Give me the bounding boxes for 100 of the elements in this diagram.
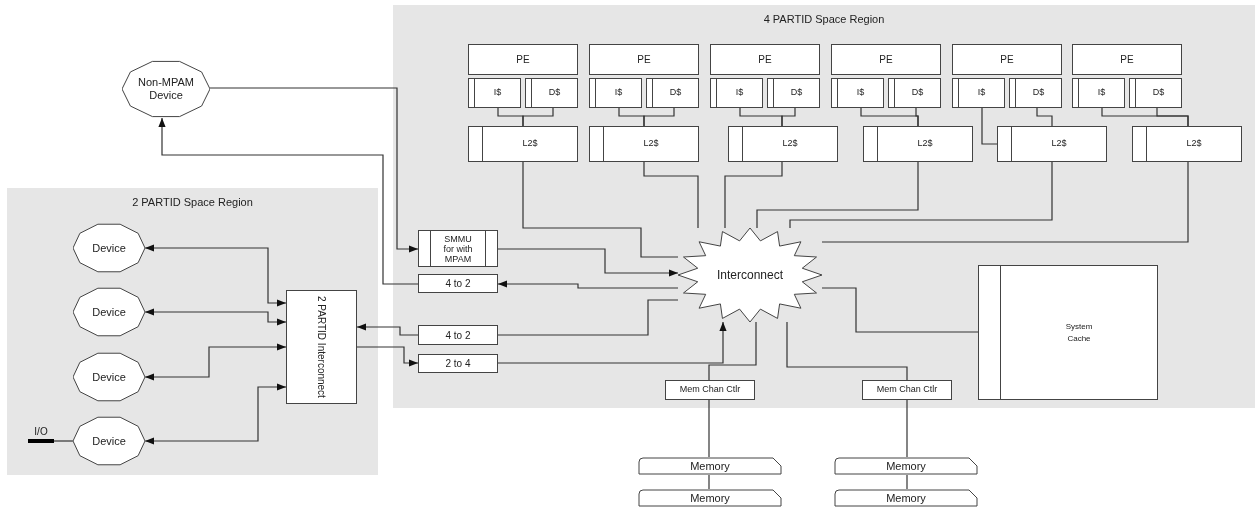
connector-line: [789, 161, 1053, 229]
processor-box: [831, 44, 941, 75]
label-text: I$: [614, 86, 623, 100]
label-text: L2$: [643, 137, 659, 151]
label-text: Non-MPAM Device: [137, 76, 195, 102]
connector-line: [144, 383, 287, 445]
connector-line: [786, 321, 908, 381]
label-text: D$: [548, 86, 561, 100]
label-text: PE: [516, 53, 530, 67]
converter-box: [418, 325, 498, 345]
label-text: Device: [92, 434, 126, 448]
label-text: I$: [856, 86, 865, 100]
connector-line: [144, 343, 287, 381]
processor-box: [468, 44, 578, 75]
label-text: Mem Chan Ctlr: [679, 383, 741, 397]
connector-line: [53, 440, 74, 442]
label-text: Memory: [690, 458, 730, 474]
connector-line: [1036, 107, 1053, 127]
connector-line: [522, 107, 554, 127]
label-text: 2 PARTID Interconnect: [315, 296, 328, 398]
cache-box: [728, 126, 838, 162]
label-text: Memory: [886, 490, 926, 506]
label-text: 4 to 2: [445, 328, 471, 343]
label-text: L2$: [1186, 137, 1202, 151]
cache-box: [1072, 78, 1125, 108]
label-text: Memory: [690, 490, 730, 506]
device-octagon: [122, 60, 210, 118]
connector-line: [915, 107, 919, 127]
label-text: L2$: [522, 137, 538, 151]
device-octagon: [73, 223, 145, 273]
label-text: I$: [977, 86, 986, 100]
label-text: PE: [758, 53, 772, 67]
label-text: D$: [1152, 86, 1165, 100]
label-text: 2 to 4: [445, 357, 471, 371]
label-text: 4 PARTID Space Region: [763, 12, 885, 27]
connector-line: [497, 321, 727, 364]
connector-line: [497, 299, 679, 336]
label-text: SMMU for with MPAM: [442, 233, 474, 264]
connector-line: [643, 107, 675, 127]
cache-box: [1132, 126, 1242, 162]
connector-line: [497, 248, 679, 277]
label-text: Memory: [886, 458, 926, 474]
connector-line: [1156, 107, 1189, 127]
cache-box: [710, 78, 763, 108]
label-text: Device: [92, 370, 126, 384]
region-panel: [393, 5, 1255, 408]
processor-box: [1072, 44, 1182, 75]
label-text: D$: [911, 86, 924, 100]
connector-line: [981, 107, 998, 145]
device-octagon: [73, 352, 145, 402]
connector-line: [756, 161, 919, 229]
cache-box: [978, 265, 1158, 400]
connector-line: [821, 161, 1189, 243]
label-text: L2$: [917, 137, 933, 151]
label-text: Mem Chan Ctlr: [876, 383, 938, 397]
cache-box: [767, 78, 820, 108]
memory-tab: [834, 457, 978, 475]
connector-line: [906, 474, 908, 490]
label-text: I/O: [34, 425, 48, 439]
processor-box: [710, 44, 820, 75]
label-text: I$: [1097, 86, 1106, 100]
connector-line: [144, 244, 287, 307]
cache-box: [1009, 78, 1062, 108]
connector-line: [708, 474, 710, 490]
controller-box: [665, 380, 755, 400]
connector-line: [144, 308, 287, 326]
cache-box: [468, 126, 578, 162]
label-text: PE: [1120, 53, 1134, 67]
interconnect-starburst: [678, 228, 822, 322]
processor-box: [589, 44, 699, 75]
connector-line: [708, 399, 710, 458]
label-text: PE: [1000, 53, 1014, 67]
cache-box: [997, 126, 1107, 162]
device-octagon: [73, 287, 145, 337]
converter-box: [418, 274, 498, 293]
label-text: Interconnect: [716, 268, 783, 282]
cache-box: [646, 78, 699, 108]
label-text: PE: [879, 53, 893, 67]
connector-line: [158, 117, 419, 285]
device-octagon: [73, 416, 145, 466]
connector-line: [643, 161, 699, 229]
cache-box: [863, 126, 973, 162]
connector-line: [497, 280, 679, 289]
memory-tab: [638, 489, 782, 507]
cache-box: [589, 126, 699, 162]
label-text: D$: [790, 86, 803, 100]
label-text: L2$: [1051, 137, 1067, 151]
cache-box: [888, 78, 941, 108]
connector-line: [781, 107, 796, 127]
region-panel: [7, 188, 378, 475]
controller-box: [862, 380, 952, 400]
connector-line: [724, 161, 783, 229]
memory-tab: [638, 457, 782, 475]
connector-line: [356, 346, 419, 367]
label-text: I$: [735, 86, 744, 100]
cache-box: [1129, 78, 1182, 108]
label-text: L2$: [782, 137, 798, 151]
label-text: System Cache: [1064, 320, 1094, 345]
cache-box: [468, 78, 521, 108]
processor-box: [952, 44, 1062, 75]
